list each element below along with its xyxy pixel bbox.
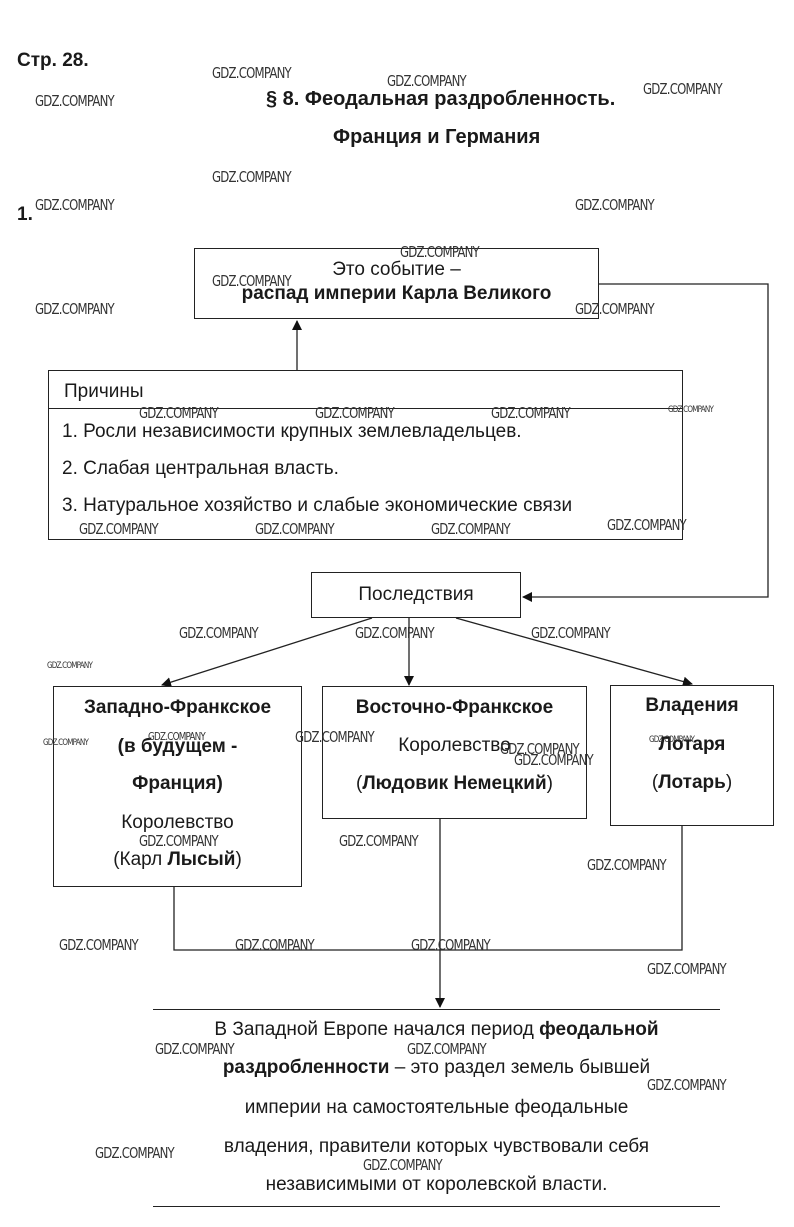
east-kingdom-ruler: (Людовик Немецкий) — [356, 773, 553, 794]
watermark: GDZ.COMPANY — [363, 1156, 443, 1174]
watermark: GDZ.COMPANY — [35, 92, 115, 110]
arrow-consequences-to-lothar — [455, 617, 693, 687]
page-number: Стр. 28. — [17, 50, 89, 71]
lothar-ruler: (Лотарь) — [651, 772, 733, 793]
arrow-event-to-consequences — [522, 283, 769, 602]
watermark: GDZ.COMPANY — [235, 936, 315, 954]
watermark: GDZ.COMPANY — [43, 738, 89, 748]
line-kingdoms-join — [173, 826, 683, 951]
watermark: GDZ.COMPANY — [400, 243, 480, 261]
watermark: GDZ.COMPANY — [575, 196, 655, 214]
cause-item: 2. Слабая центральная власть. — [62, 458, 339, 479]
causes-box: Причины 1. Росли независимости крупных з… — [48, 370, 683, 540]
lothar-domain-owner: Лотаря — [658, 734, 726, 755]
watermark: GDZ.COMPANY — [212, 168, 292, 186]
watermark: GDZ.COMPANY — [35, 300, 115, 318]
watermark: GDZ.COMPANY — [491, 404, 571, 422]
watermark: GDZ.COMPANY — [255, 520, 335, 538]
causes-heading: Причины — [64, 381, 144, 402]
watermark: GDZ.COMPANY — [643, 80, 723, 98]
watermark: GDZ.COMPANY — [407, 1040, 487, 1058]
watermark: GDZ.COMPANY — [647, 1076, 727, 1094]
watermark: GDZ.COMPANY — [95, 1144, 175, 1162]
event-box: Это событие – распад империи Карла Велик… — [194, 248, 599, 319]
watermark: GDZ.COMPANY — [139, 404, 219, 422]
arrow-consequences-to-west — [161, 617, 373, 688]
watermark: GDZ.COMPANY — [587, 856, 667, 874]
result-line: раздробленности – это раздел земель бывш… — [222, 1057, 651, 1078]
west-kingdom-france: Франция) — [132, 773, 223, 794]
west-kingdom-type: Королевство — [121, 812, 234, 833]
event-name: распад империи Карла Великого — [241, 283, 552, 304]
event-label: Это событие – — [332, 259, 461, 280]
cause-item: 1. Росли независимости крупных землевлад… — [62, 421, 522, 442]
watermark: GDZ.COMPANY — [575, 300, 655, 318]
watermark: GDZ.COMPANY — [212, 64, 292, 82]
watermark: GDZ.COMPANY — [339, 832, 419, 850]
watermark: GDZ.COMPANY — [387, 72, 467, 90]
causes-divider — [49, 408, 682, 409]
task-number: 1. — [17, 204, 33, 225]
lothar-domain-box: Владения Лотаря (Лотарь) — [610, 685, 774, 826]
result-line: империи на самостоятельные феодальные — [244, 1097, 629, 1118]
lothar-domain-name: Владения — [645, 695, 739, 716]
watermark: GDZ.COMPANY — [647, 960, 727, 978]
cause-item: 3. Натуральное хозяйство и слабые эконом… — [62, 495, 573, 516]
watermark: GDZ.COMPANY — [431, 520, 511, 538]
watermark: GDZ.COMPANY — [59, 936, 139, 954]
watermark: GDZ.COMPANY — [500, 740, 580, 758]
west-kingdom-name: Западно-Франкское — [83, 697, 272, 718]
section-subtitle: Франция и Германия — [333, 126, 541, 148]
east-kingdom-type: Королевство — [398, 735, 511, 756]
watermark: GDZ.COMPANY — [355, 624, 435, 642]
west-kingdom-ruler: (Карл Лысый) — [113, 849, 242, 870]
watermark: GDZ.COMPANY — [649, 735, 695, 745]
watermark: GDZ.COMPANY — [668, 405, 714, 415]
watermark: GDZ.COMPANY — [148, 730, 206, 743]
watermark: GDZ.COMPANY — [411, 936, 491, 954]
watermark: GDZ.COMPANY — [155, 1040, 235, 1058]
section-title: § 8. Феодальная раздробленность. — [266, 88, 616, 110]
result-line: владения, правители которых чувствовали … — [223, 1136, 650, 1157]
watermark: GDZ.COMPANY — [315, 404, 395, 422]
watermark: GDZ.COMPANY — [212, 272, 292, 290]
east-kingdom-name: Восточно-Франкское — [355, 697, 554, 718]
watermark: GDZ.COMPANY — [514, 751, 594, 769]
east-frankish-kingdom-box: Восточно-Франкское Королевство (Людовик … — [322, 686, 587, 819]
watermark: GDZ.COMPANY — [179, 624, 259, 642]
watermark: GDZ.COMPANY — [531, 624, 611, 642]
west-frankish-kingdom-box: Западно-Франкское (в будущем - Франция) … — [53, 686, 302, 887]
consequences-heading: Последствия — [358, 584, 474, 605]
west-kingdom-future: (в будущем - — [117, 736, 238, 757]
result-line: В Западной Европе начался период феодаль… — [214, 1019, 659, 1040]
watermark: GDZ.COMPANY — [607, 516, 687, 534]
consequences-box: Последствия — [311, 572, 521, 618]
result-box: В Западной Европе начался период феодаль… — [153, 1009, 720, 1207]
watermark: GDZ.COMPANY — [295, 728, 375, 746]
watermark: GDZ.COMPANY — [35, 196, 115, 214]
result-line: независимыми от королевской власти. — [265, 1174, 608, 1195]
watermark: GDZ.COMPANY — [139, 832, 219, 850]
watermark: GDZ.COMPANY — [79, 520, 159, 538]
watermark: GDZ.COMPANY — [47, 661, 93, 671]
